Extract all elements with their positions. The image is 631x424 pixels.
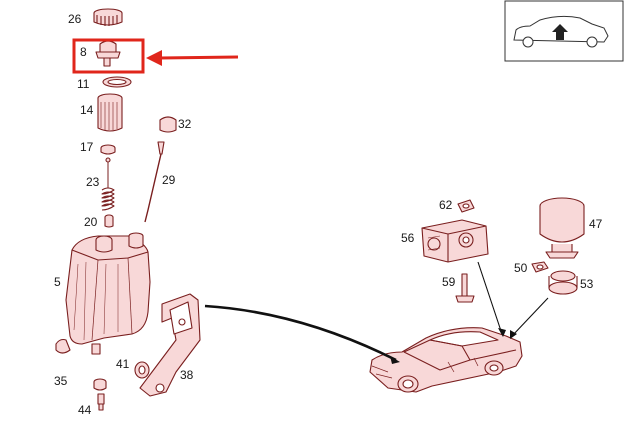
leader-line-reservoir xyxy=(204,304,397,362)
label-part-23: 23 xyxy=(86,175,100,189)
leader-lines xyxy=(204,261,549,364)
arrowhead-icon xyxy=(510,330,517,339)
label-part-26: 26 xyxy=(68,12,82,26)
label-part-44: 44 xyxy=(78,403,92,417)
leader-line-accumulator xyxy=(511,297,549,337)
label-part-20: 20 xyxy=(84,215,98,229)
label-part-11: 11 xyxy=(77,77,90,91)
leader-line-pump xyxy=(477,261,503,335)
filter-part-14[interactable] xyxy=(97,93,123,132)
o-ring-part-11[interactable] xyxy=(102,76,132,88)
red-arrow-icon xyxy=(146,50,239,66)
label-part-41: 41 xyxy=(116,357,130,371)
arrowhead-icon xyxy=(498,328,506,337)
grommet-part-17[interactable] xyxy=(100,144,116,155)
label-part-32: 32 xyxy=(178,117,192,131)
label-part-17: 17 xyxy=(80,140,94,154)
reservoir-part-5[interactable] xyxy=(55,232,151,355)
grommet-part-41[interactable] xyxy=(134,361,150,379)
bolt-part-59[interactable] xyxy=(455,273,475,303)
label-part-14: 14 xyxy=(80,103,94,117)
pump-unit-part-56[interactable] xyxy=(421,219,489,263)
label-part-56: 56 xyxy=(401,231,415,245)
label-part-38: 38 xyxy=(180,368,194,382)
nut-part-62[interactable] xyxy=(457,199,475,213)
valve-part-8[interactable] xyxy=(95,40,121,67)
vehicle-illustration xyxy=(369,327,523,393)
label-part-35: 35 xyxy=(54,374,68,388)
car-side-view-arrow-up-icon xyxy=(504,0,624,62)
dipstick-part-29[interactable] xyxy=(144,141,165,223)
label-part-59: 59 xyxy=(442,275,456,289)
highlight-box xyxy=(72,38,145,74)
label-part-47: 47 xyxy=(589,217,603,231)
spring-part-23[interactable] xyxy=(101,157,115,211)
accumulator-part-47[interactable] xyxy=(539,197,585,259)
label-part-53: 53 xyxy=(580,277,594,291)
nut-part-50[interactable] xyxy=(531,261,549,273)
reservoir-cap-part-26[interactable] xyxy=(93,8,123,26)
arrowhead-icon xyxy=(390,356,400,364)
clip-part-44[interactable] xyxy=(97,393,105,411)
grommet-part-35[interactable] xyxy=(93,378,107,391)
label-part-8: 8 xyxy=(80,45,87,59)
rubber-mount-part-53[interactable] xyxy=(548,270,578,295)
bracket-part-38[interactable] xyxy=(139,293,201,397)
label-part-62: 62 xyxy=(439,198,453,212)
label-part-29: 29 xyxy=(162,173,176,187)
spacer-part-20[interactable] xyxy=(104,214,114,228)
label-part-5: 5 xyxy=(54,275,61,289)
dipstick-cap-part-32[interactable] xyxy=(159,116,177,133)
label-part-50: 50 xyxy=(514,261,528,275)
